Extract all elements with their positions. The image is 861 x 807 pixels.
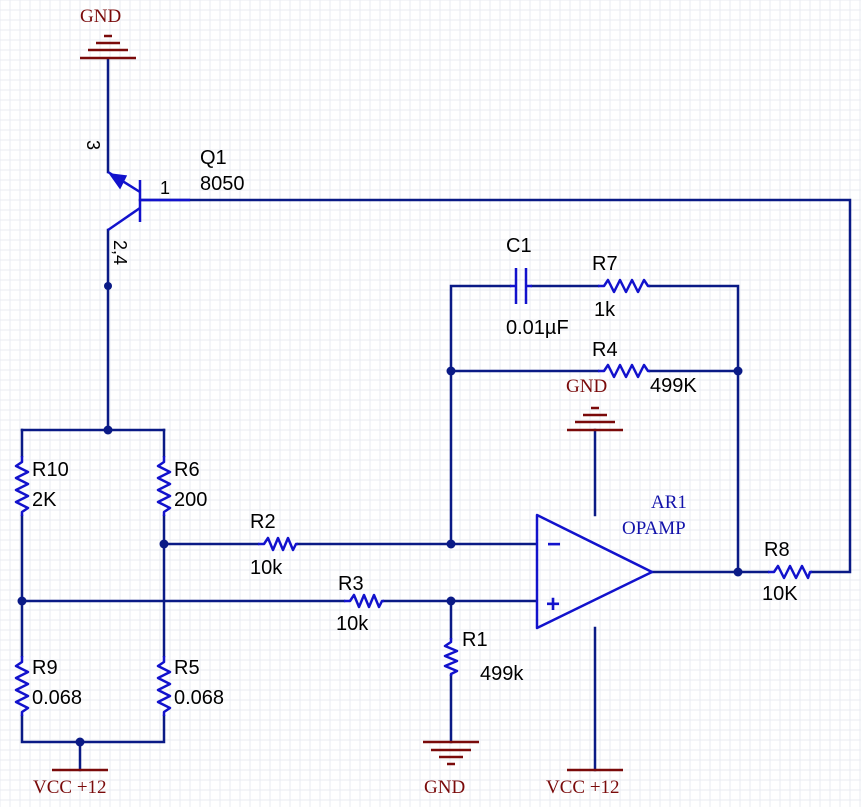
r5-value: 0.068 — [174, 687, 224, 709]
r4-ref: R4 — [592, 339, 618, 361]
wire-feedback-left[interactable] — [449, 284, 512, 546]
wire-base-feedback[interactable] — [138, 198, 852, 574]
wires — [20, 58, 852, 772]
opamp-value: OPAMP — [622, 518, 686, 539]
r8-ref: R8 — [764, 539, 790, 561]
r1-value: 499k — [480, 663, 524, 685]
opamp-ref: AR1 — [651, 492, 687, 513]
r3-value: 10k — [336, 613, 369, 635]
junctions — [17, 282, 743, 747]
q1-pin-emitter: 3 — [83, 140, 103, 150]
q1-pin-collector: 2,4 — [110, 240, 130, 265]
junction-dot — [733, 567, 743, 577]
resistor-r7[interactable] — [598, 278, 650, 294]
c1-value: 0.01µF — [506, 317, 569, 339]
r6-value: 200 — [174, 489, 207, 511]
vcc-label-left: VCC +12 — [33, 777, 107, 798]
opamp-ar1[interactable] — [535, 513, 654, 630]
junction-dot — [446, 366, 456, 376]
r3-ref: R3 — [338, 573, 364, 595]
r6-ref: R6 — [174, 459, 200, 481]
r10-value: 2K — [32, 489, 57, 511]
gnd-symbol-opamp[interactable] — [567, 406, 623, 432]
resistor-r3[interactable] — [344, 593, 384, 609]
r2-value: 10k — [250, 557, 283, 579]
r9-ref: R9 — [32, 657, 58, 679]
resistor-r10[interactable] — [14, 456, 30, 516]
junction-dot — [446, 539, 456, 549]
gnd-label-top: GND — [80, 6, 121, 27]
wire-feedback-c1-r7[interactable] — [530, 284, 740, 574]
r7-value: 1k — [594, 299, 616, 321]
junction-dot — [733, 366, 743, 376]
gnd-symbol-top[interactable] — [80, 34, 136, 60]
gnd-symbol-r1[interactable] — [423, 740, 479, 766]
capacitor-c1[interactable] — [510, 268, 532, 304]
r10-ref: R10 — [32, 459, 69, 481]
q1-ref: Q1 — [200, 147, 227, 169]
r8-value: 10K — [762, 583, 798, 605]
junction-dot — [159, 539, 169, 549]
q1-pin-base: 1 — [160, 178, 170, 198]
resistor-r9[interactable] — [14, 656, 30, 716]
resistor-r1[interactable] — [443, 638, 459, 676]
r5-ref: R5 — [174, 657, 200, 679]
c1-ref: C1 — [506, 235, 532, 257]
resistor-r6[interactable] — [156, 456, 172, 516]
wire-bridge-left-lower[interactable] — [20, 714, 166, 744]
vcc-label-opamp: VCC +12 — [546, 777, 620, 798]
r4-value: 499K — [650, 375, 697, 397]
resistor-r4[interactable] — [598, 363, 650, 379]
transistor-q1[interactable] — [107, 170, 190, 232]
junction-dot — [446, 596, 456, 606]
opamp-minus-sign: − — [547, 531, 561, 558]
r1-ref: R1 — [462, 629, 488, 651]
opamp-plus-sign: + — [546, 591, 560, 618]
junction-dot — [17, 596, 27, 606]
r7-ref: R7 — [592, 253, 618, 275]
resistor-r2[interactable] — [258, 536, 298, 552]
r2-ref: R2 — [250, 511, 276, 533]
resistor-r5[interactable] — [156, 656, 172, 716]
r9-value: 0.068 — [32, 687, 82, 709]
resistor-r8[interactable] — [768, 564, 812, 580]
junction-dot — [104, 282, 112, 290]
gnd-label-r1: GND — [424, 777, 465, 798]
junction-dot — [103, 425, 113, 435]
junction-dot — [75, 737, 85, 747]
q1-value: 8050 — [200, 173, 245, 195]
gnd-label-opamp: GND — [566, 376, 607, 397]
